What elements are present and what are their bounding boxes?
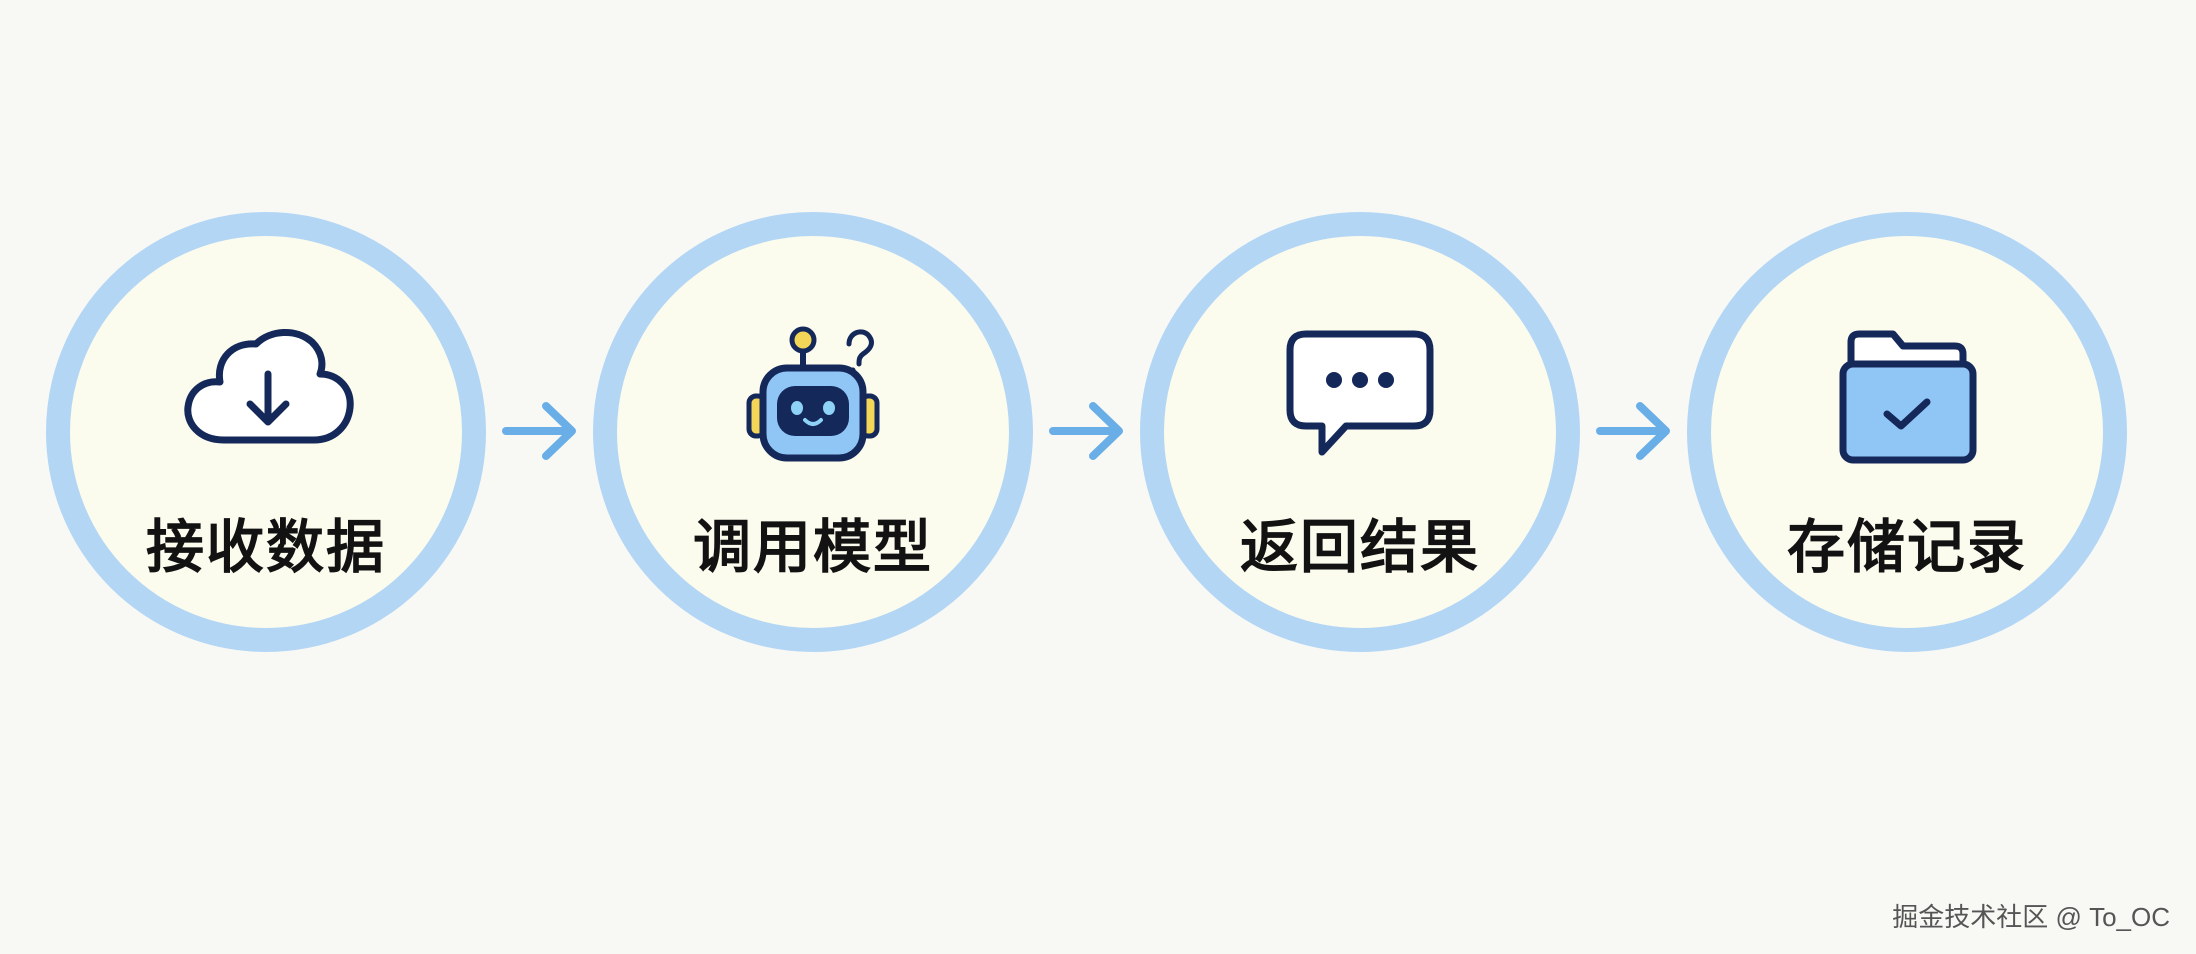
chat-bubble-icon	[1260, 312, 1460, 472]
arrow-right-icon	[1047, 396, 1129, 466]
step-receive-data: 接收数据	[46, 212, 486, 652]
step-label: 接收数据	[145, 513, 386, 581]
step-call-model: 调用模型	[593, 212, 1033, 652]
folder-check-icon	[1807, 312, 2007, 472]
watermark: 掘金技术社区 @ To_OC	[1892, 902, 2170, 932]
arrow-right-icon	[1594, 396, 1676, 466]
step-label: 调用模型	[692, 513, 933, 581]
cloud-download-icon	[166, 312, 366, 472]
step-label: 存储记录	[1786, 513, 2027, 581]
step-return-result: 返回结果	[1140, 212, 1580, 652]
step-store-record: 存储记录	[1687, 212, 2127, 652]
arrow-right-icon	[500, 396, 582, 466]
robot-icon	[713, 312, 913, 472]
step-label: 返回结果	[1239, 513, 1480, 581]
